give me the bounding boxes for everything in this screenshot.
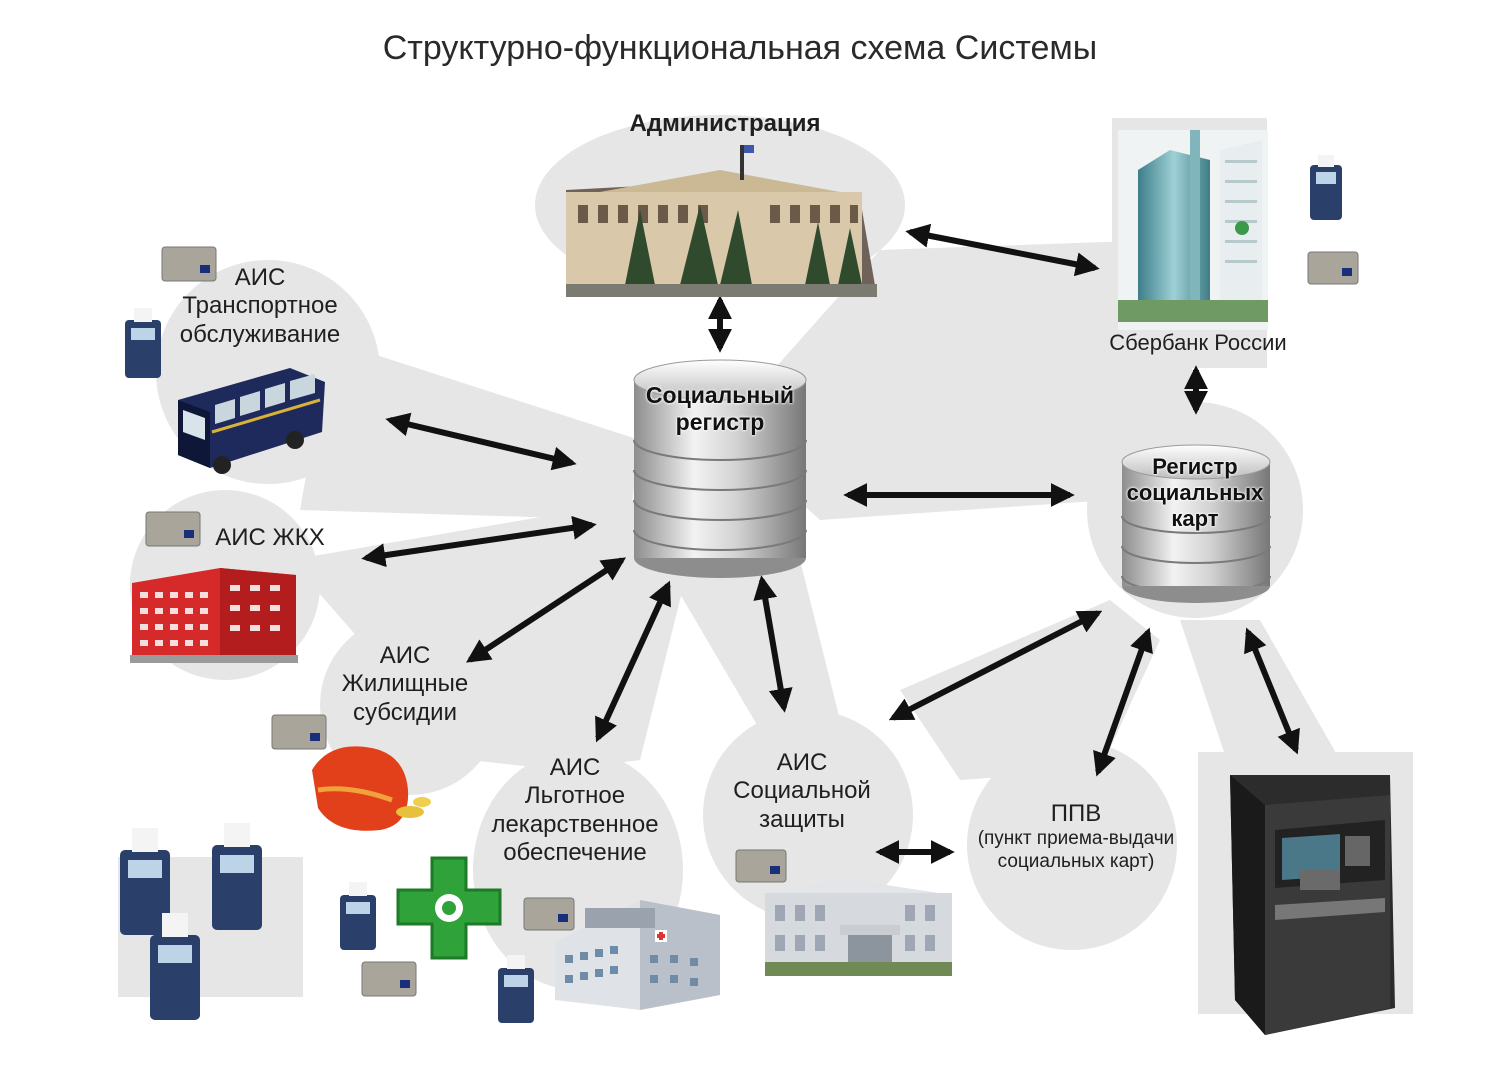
pharmacy-cross-icon [396,856,502,960]
label-line: ППВ [1050,800,1102,827]
bank-card-icon [523,897,575,931]
payment-terminal-icon [340,882,376,950]
node-social-protection-label: АИС Социальной защиты [712,749,892,834]
label-line: АИС [776,749,828,776]
node-cards-register-label: Регистр социальных карт [1110,454,1280,532]
wallet-icon [312,746,431,831]
label-line: АИС [549,754,601,781]
label-line: Транспортное [182,292,338,320]
database-icon [633,359,807,578]
payment-terminal-icon [120,828,170,935]
label-line: регистр [675,409,765,436]
label-line: социальных [1126,479,1264,505]
label-line: (пункт приема-выдачи [977,828,1175,850]
node-administration-label: Администрация [629,110,821,137]
sberbank-office-icon [1118,130,1268,330]
label-line: лекарственное [491,810,659,838]
payment-terminal-icon [1310,155,1342,220]
diagram-title: Структурно-функциональная схема Системы [382,29,1098,67]
arrow-register-medicine [595,580,671,743]
label-line: Льготное [524,782,626,810]
node-ppv-label: ППВ (пункт приема-выдачи социальных карт… [958,800,1194,873]
arrow-cards-social [888,610,1103,721]
bank-card-icon [161,246,217,282]
database-icon [1121,444,1271,603]
government-building-icon [566,145,877,297]
payment-terminal-icon [125,308,161,378]
arrow-cards-ppv [1093,627,1153,777]
label-line: Регистр [1152,454,1238,479]
arrow-cards-atm [1244,627,1300,755]
label-line: Жилищные [341,670,469,698]
payment-terminal-icon [498,955,534,1023]
apartment-building-icon [130,568,298,663]
label-line: защиты [759,805,845,833]
bus-icon [178,368,325,474]
node-sberbank-label: Сбербанк России [1109,330,1287,355]
bank-card-icon [145,511,201,547]
arrow-admin-sberbank [905,223,1100,277]
hospital-icon [555,900,720,1010]
payment-terminal-icon [212,823,262,930]
label-line: карт [1171,505,1219,531]
label-line: обслуживание [179,320,341,348]
arrow-register-housing [361,515,597,568]
node-subsidies-label: АИС Жилищные субсидии [320,642,490,727]
node-medicine-label: АИС Льготное лекарственное обеспечение [475,754,675,867]
arrow-register-social [753,575,793,713]
atm-icon [1230,775,1395,1035]
office-building-icon [765,878,952,976]
bank-card-icon [361,961,417,997]
node-social-register-label: Социальный регистр [620,382,820,436]
node-transport-label: АИС Транспортное обслуживание [165,264,355,349]
label-line: социальных карт) [997,850,1155,872]
label-line: Социальный [645,382,795,408]
label-line: субсидии [353,698,457,726]
bank-card-icon [271,714,327,750]
arrow-register-transport [385,412,577,471]
label-line: обеспечение [503,838,647,866]
label-line: АИС [234,264,286,291]
arrow-register-subsidies [465,557,627,663]
node-housing-label: АИС ЖКХ [215,524,325,551]
bank-card-icon [1307,251,1359,285]
arrows [361,223,1300,864]
label-line: АИС [379,642,431,669]
label-line: Социальной [733,777,871,805]
payment-terminal-icon [150,913,200,1020]
bank-card-icon [735,849,787,883]
